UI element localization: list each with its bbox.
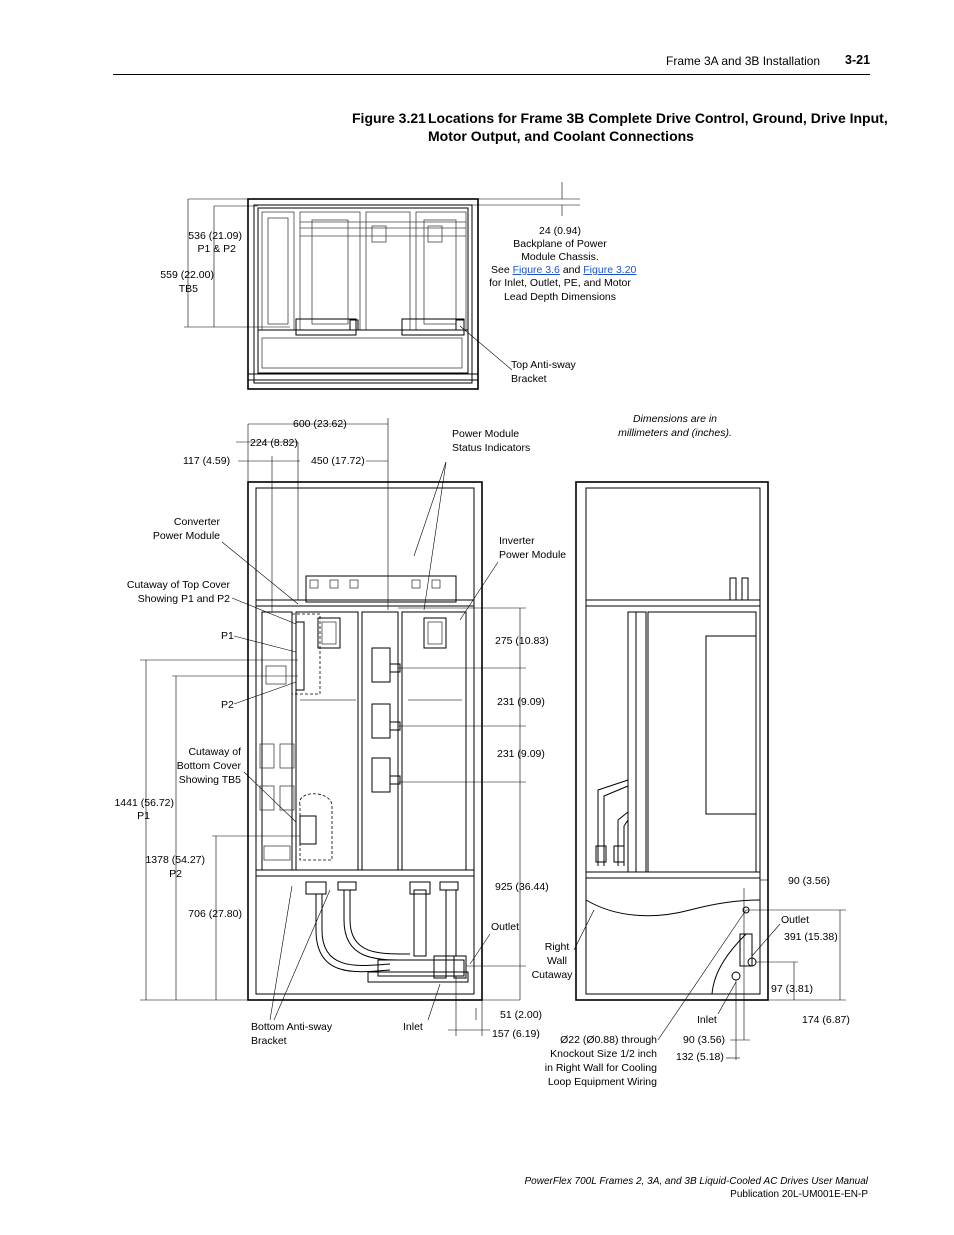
front-view-cabinet <box>247 481 483 1001</box>
dim-1441-label: 1441 (56.72) <box>114 797 174 809</box>
knockout-label-4: Loop Equipment Wiring <box>547 1076 657 1088</box>
figure-label: Figure 3.21 <box>352 110 426 126</box>
inverter-label-2: Power Module <box>499 549 567 561</box>
page-number: 3-21 <box>845 53 871 67</box>
top-bracket-label-1: Top Anti-sway <box>511 359 576 371</box>
backplane-line5: for Inlet, Outlet, PE, and Motor <box>489 277 631 289</box>
dim-559-label: 559 (22.00) <box>160 269 214 281</box>
dim-51-label: 51 (2.00) <box>500 1009 543 1021</box>
side-outlet-label: Outlet <box>781 914 810 926</box>
knockout-label-1: Ø22 (Ø0.88) through <box>560 1034 657 1046</box>
cutaway-bottom-label-2: Bottom Cover <box>176 760 241 772</box>
dim-925-label: 925 (36.44) <box>495 881 549 893</box>
cutaway-bottom-label-3: Showing TB5 <box>178 774 241 786</box>
figure-title-line2: Motor Output, and Coolant Connections <box>428 128 694 144</box>
p2-label: P2 <box>221 699 234 711</box>
backplane-see: See <box>491 264 510 276</box>
dim-117-label: 117 (4.59) <box>183 455 231 467</box>
dim-231a-label: 231 (9.09) <box>497 696 545 708</box>
backplane-line2: Backplane of Power <box>513 238 607 250</box>
footer-manual-title: PowerFlex 700L Frames 2, 3A, and 3B Liqu… <box>524 1176 869 1187</box>
backplane-and: and <box>562 264 581 276</box>
right-wall-label-3: Cutaway <box>531 969 573 981</box>
dim-706-label: 706 (27.80) <box>188 908 242 920</box>
backplane-see-line: See Figure 3.6 and Figure 3.20 <box>491 263 636 277</box>
dim-90b-label: 90 (3.56) <box>683 1034 726 1046</box>
dim-600-label: 600 (23.62) <box>293 418 347 430</box>
backplane-line3: Module Chassis. <box>521 251 599 263</box>
cutaway-bottom-label-1: Cutaway of <box>188 746 241 758</box>
knockout-label-2: Knockout Size 1/2 inch <box>550 1048 657 1060</box>
link-figure-3-20[interactable]: Figure 3.20 <box>583 264 637 276</box>
front-outlet-label: Outlet <box>491 921 520 933</box>
figure-title-line1: Locations for Frame 3B Complete Drive Co… <box>428 110 888 126</box>
dim-536-label: 536 (21.09) <box>188 230 242 242</box>
dim-1441-sub: P1 <box>137 810 150 822</box>
dim-391-label: 391 (15.38) <box>784 931 838 943</box>
dim-450-label: 450 (17.72) <box>311 455 365 467</box>
side-view-cabinet <box>575 481 769 1001</box>
inverter-label-1: Inverter <box>499 535 535 547</box>
p1-label: P1 <box>221 630 234 642</box>
converter-label-1: Converter <box>173 516 220 528</box>
units-note-line2: millimeters and (inches). <box>618 427 732 439</box>
dim-174-label: 174 (6.87) <box>802 1014 850 1026</box>
cutaway-top-label-1: Cutaway of Top Cover <box>126 579 230 591</box>
dim-559-sub: TB5 <box>178 283 198 295</box>
cutaway-top-label-2: Showing P1 and P2 <box>137 593 230 605</box>
dim-132-label: 132 (5.18) <box>676 1051 724 1063</box>
status-indicators-label-1: Power Module <box>452 428 520 440</box>
dim-275-label: 275 (10.83) <box>495 635 549 647</box>
side-inlet-label: Inlet <box>697 1014 717 1026</box>
knockout-label-3: in Right Wall for Cooling <box>544 1062 657 1074</box>
header-section-title: Frame 3A and 3B Installation <box>666 54 821 68</box>
link-figure-3-6[interactable]: Figure 3.6 <box>512 264 560 276</box>
dim-157-label: 157 (6.19) <box>492 1028 540 1040</box>
status-indicators-label-2: Status Indicators <box>452 442 531 454</box>
dim-231b-label: 231 (9.09) <box>497 748 545 760</box>
top-view-cabinet <box>247 198 479 390</box>
dim-536-sub: P1 & P2 <box>197 243 236 255</box>
dim-90a-label: 90 (3.56) <box>788 875 831 887</box>
bottom-bracket-label-2: Bracket <box>251 1035 287 1047</box>
bottom-bracket-label-1: Bottom Anti-sway <box>251 1021 333 1033</box>
dim-224-label: 224 (8.82) <box>250 437 298 449</box>
right-wall-label-2: Wall <box>546 955 568 967</box>
dim-1378-sub: P2 <box>169 868 182 880</box>
backplane-line6: Lead Depth Dimensions <box>503 291 617 303</box>
footer-publication: Publication 20L-UM001E-EN-P <box>730 1189 868 1200</box>
dim-1378-label: 1378 (54.27) <box>145 854 205 866</box>
converter-label-2: Power Module <box>152 530 220 542</box>
top-bracket-label-2: Bracket <box>511 373 547 385</box>
units-note-line1: Dimensions are in <box>632 413 718 425</box>
backplane-dim: 24 (0.94) <box>538 225 582 237</box>
dim-97-label: 97 (3.81) <box>771 983 814 995</box>
front-inlet-label: Inlet <box>403 1021 423 1033</box>
right-wall-label-1: Right <box>544 941 570 953</box>
header-rule <box>113 74 870 75</box>
